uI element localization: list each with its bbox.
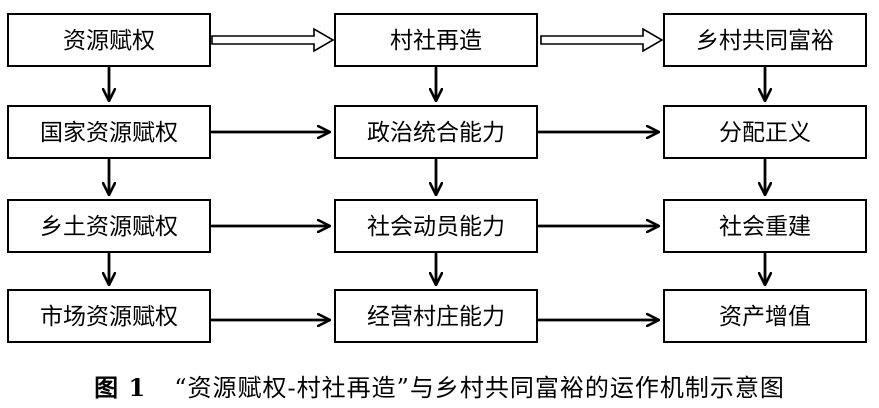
box-village-management-capacity: 经营村庄能力 <box>334 289 538 343</box>
figure-caption: 图 1 “资源赋权-村社再造”与乡村共同富裕的运作机制示意图 <box>0 368 879 403</box>
hollow-arrow-top-2 <box>540 27 664 53</box>
box-label: 政治统合能力 <box>367 120 505 146</box>
box-market-resource-empowerment: 市场资源赋权 <box>7 289 211 343</box>
box-label: 社会重建 <box>719 214 811 240</box>
box-label: 资产增值 <box>719 304 811 330</box>
box-resource-empowerment: 资源赋权 <box>7 13 211 67</box>
box-label: 社会动员能力 <box>367 214 505 240</box>
box-village-community-rebuilding: 村社再造 <box>334 13 538 67</box>
figure-number: 图 1 <box>94 373 147 402</box>
box-state-resource-empowerment: 国家资源赋权 <box>7 105 211 159</box>
hollow-arrow-top-1 <box>211 27 335 53</box>
box-social-reconstruction: 社会重建 <box>663 199 867 253</box>
box-political-integration-capacity: 政治统合能力 <box>334 105 538 159</box>
box-asset-appreciation: 资产增值 <box>663 289 867 343</box>
figure-caption-text: “资源赋权-村社再造”与乡村共同富裕的运作机制示意图 <box>174 374 785 402</box>
box-label: 乡村共同富裕 <box>696 28 834 54</box>
box-label: 国家资源赋权 <box>40 120 178 146</box>
box-social-mobilization-capacity: 社会动员能力 <box>334 199 538 253</box>
box-label: 乡土资源赋权 <box>40 214 178 240</box>
box-label: 资源赋权 <box>63 28 155 54</box>
box-label: 村社再造 <box>390 28 482 54</box>
box-rural-common-prosperity: 乡村共同富裕 <box>663 13 867 67</box>
box-label: 市场资源赋权 <box>40 304 178 330</box>
box-label: 分配正义 <box>719 120 811 146</box>
mechanism-diagram: 资源赋权 国家资源赋权 乡土资源赋权 市场资源赋权 村社再造 政治统合能力 社会… <box>7 13 867 343</box>
box-label: 经营村庄能力 <box>367 304 505 330</box>
box-distributive-justice: 分配正义 <box>663 105 867 159</box>
box-local-resource-empowerment: 乡土资源赋权 <box>7 199 211 253</box>
